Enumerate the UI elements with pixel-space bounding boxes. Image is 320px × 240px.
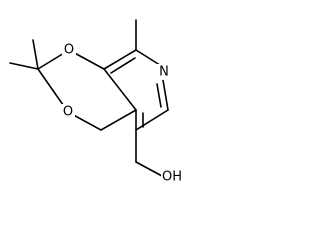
bond-c6-c5 xyxy=(135,109,169,131)
methyl-bond-top xyxy=(32,39,39,70)
bond-c8a-c4a xyxy=(103,68,137,111)
chemical-structure: O O N OH xyxy=(9,19,183,185)
atom-label-o2: O xyxy=(63,105,73,120)
atom-label-oh: OH xyxy=(162,170,182,185)
bond-n-c6 xyxy=(162,79,169,111)
atom-label-o1: O xyxy=(64,43,74,58)
bond-n-c6-double xyxy=(156,83,162,108)
bond-c8a-c8 xyxy=(103,49,137,70)
bond-c4-c4a xyxy=(100,109,137,131)
methyl-bond-left xyxy=(9,62,39,70)
atom-label-n: N xyxy=(159,65,169,80)
bond-c8-c8a-double xyxy=(110,57,136,74)
bond-ch2-oh xyxy=(135,161,163,177)
